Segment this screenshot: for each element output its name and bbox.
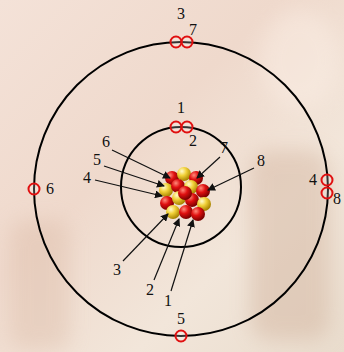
callout-number: 1 [177,100,185,116]
callout-number: 8 [257,153,265,169]
callout-number: 7 [189,22,197,38]
callout-number: 1 [164,293,172,309]
callout-number: 6 [102,134,110,150]
callout-number: 3 [113,262,121,278]
callout-number: 4 [83,170,91,186]
callout-number: 8 [333,191,341,207]
inner-orbit [121,127,241,247]
callout-number: 2 [146,282,154,298]
callout-number: 6 [46,181,54,197]
callout-number: 5 [177,311,185,327]
electrons [29,37,333,342]
callout-number: 5 [93,152,101,168]
nucleus [159,167,211,221]
leader-arrows [95,150,254,291]
outer-orbit [34,42,328,336]
callout-number: 2 [189,133,197,149]
background-glass [10,10,340,350]
callout-number: 4 [309,172,317,188]
callout-number: 7 [220,140,228,156]
callout-number: 3 [177,6,185,22]
